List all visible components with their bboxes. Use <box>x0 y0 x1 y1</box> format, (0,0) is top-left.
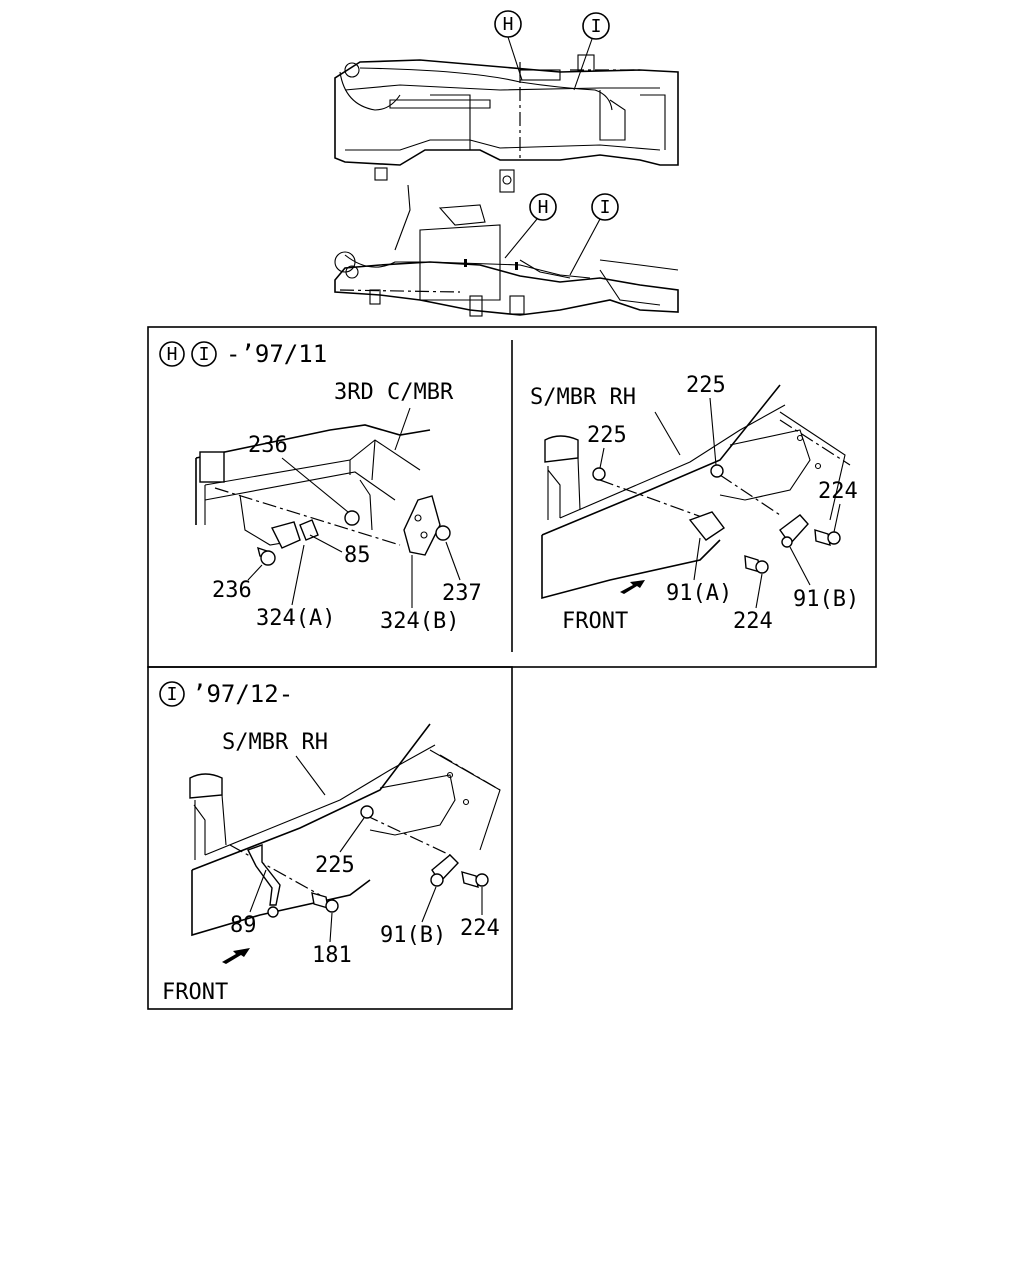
panel-b: S/MBR RH 225 225 224 91(A) <box>530 373 859 634</box>
front-arrow-icon <box>620 580 645 594</box>
panel-c: I ’97/12- S/MBR RH 225 <box>159 680 501 1005</box>
panel-b-member-label: S/MBR RH <box>530 385 636 410</box>
part-236-bottom: 236 <box>212 578 252 603</box>
part-224-bottom: 224 <box>733 609 773 634</box>
part-225-left: 225 <box>587 423 627 448</box>
svg-text:I: I <box>591 16 602 37</box>
part-91b-c: 91(B) <box>380 923 446 948</box>
panel-a-member-label: 3RD C/MBR <box>334 380 454 405</box>
detail-frame-bottom <box>147 666 513 1010</box>
chassis-top-view <box>334 54 679 193</box>
svg-text:I: I <box>199 344 210 365</box>
part-225-right: 225 <box>686 373 726 398</box>
callout-h-side: H <box>504 193 557 259</box>
part-224-c: 224 <box>460 916 500 941</box>
part-237: 237 <box>442 581 482 606</box>
part-181: 181 <box>312 943 352 968</box>
part-91a: 91(A) <box>666 581 732 606</box>
svg-text:I: I <box>600 197 611 218</box>
svg-text:H: H <box>503 14 514 35</box>
panel-c-front-label: FRONT <box>162 980 228 1005</box>
part-91b: 91(B) <box>793 587 859 612</box>
svg-text:-’97/11: -’97/11 <box>226 340 327 368</box>
svg-text:H: H <box>538 197 549 218</box>
part-236-top: 236 <box>248 433 288 458</box>
callout-h-top: H <box>494 10 523 81</box>
part-225-c: 225 <box>315 853 355 878</box>
panel-a-title: H I -’97/11 <box>159 340 327 368</box>
panel-b-front-label: FRONT <box>562 609 628 634</box>
part-324a: 324(A) <box>256 606 335 631</box>
callout-i-side: I <box>569 193 619 276</box>
svg-text:H: H <box>167 344 178 365</box>
svg-text:’97/12-: ’97/12- <box>192 680 293 708</box>
part-89: 89 <box>230 913 257 938</box>
svg-text:I: I <box>167 684 178 705</box>
panel-c-member-label: S/MBR RH <box>222 730 328 755</box>
part-85: 85 <box>344 543 371 568</box>
chassis-side-view <box>334 184 679 317</box>
part-324b: 324(B) <box>380 609 459 634</box>
callout-i-top: I <box>573 12 610 91</box>
panel-c-title: I ’97/12- <box>159 680 293 708</box>
front-arrow-icon <box>222 948 250 964</box>
part-224-right: 224 <box>818 479 858 504</box>
panel-a: H I -’97/11 3RD C/MBR 236 8 <box>159 340 482 634</box>
